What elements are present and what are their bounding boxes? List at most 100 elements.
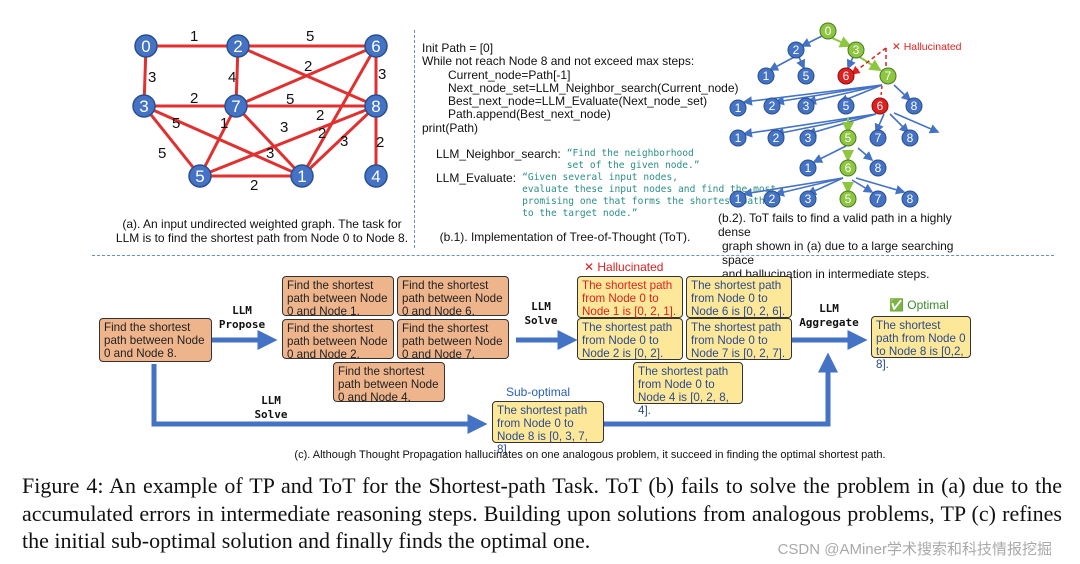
svg-text:8: 8 — [907, 192, 914, 206]
svg-text:3: 3 — [803, 99, 810, 113]
tp-optimal-label: ✅ Optimal — [889, 298, 949, 312]
analogous-problem: Find the shortest path between Node 0 an… — [333, 362, 445, 404]
edge-weight: 5 — [286, 91, 294, 108]
edge-weight: 5 — [172, 115, 180, 132]
svg-text:7: 7 — [885, 69, 892, 83]
svg-text:1: 1 — [805, 161, 812, 175]
edge-3-1 — [143, 104, 303, 178]
svg-text:8: 8 — [911, 99, 918, 113]
edge-weight: 4 — [228, 69, 236, 86]
tot-code: Init Path = [0] While not reach Node 8 a… — [422, 41, 739, 135]
edge-3-5 — [142, 105, 202, 177]
svg-text:2: 2 — [773, 131, 780, 145]
svg-text:3: 3 — [805, 131, 812, 145]
svg-text:7: 7 — [231, 97, 240, 116]
optimal-solution-box: The shortest path from Node 0 to Node 8 … — [871, 316, 971, 371]
tp-caption: (c). Although Thought Propagation halluc… — [294, 449, 886, 461]
tp-input-box: Find the shortest path between Node 0 an… — [99, 318, 212, 362]
tp-arrows — [151, 330, 868, 434]
svg-text:3: 3 — [805, 192, 812, 206]
neighbor-text: “Find the neighborhood set of the given … — [566, 148, 700, 171]
edge-weight: 2 — [304, 58, 312, 75]
code-line: Init Path = [0] — [422, 41, 494, 55]
llm-propose-label: LLM Propose — [218, 304, 266, 331]
code-line: Current_node=Path[-1] — [448, 67, 571, 82]
tp-suboptimal-label: Sub-optimal — [506, 385, 571, 399]
code-line: While not reach Node 8 and not exceed ma… — [422, 54, 695, 69]
analogous-solution: The shortest path from Node 0 to Node 2 … — [577, 318, 683, 360]
aggregate-up-arrow — [604, 352, 838, 427]
tp-hallucinated-label: ✕ Hallucinated — [584, 260, 664, 274]
svg-text:5: 5 — [803, 69, 810, 83]
svg-text:5: 5 — [843, 99, 850, 113]
edge-weight: 2 — [316, 107, 324, 124]
tree-caption: (b.2). ToT fails to find a valid path in… — [718, 211, 980, 281]
graph-panel: 1 5 3 4 2 3 2 5 1 3 5 2 2 3 2 5 3 2 0 2 … — [132, 28, 388, 194]
node-0: 0 — [134, 34, 158, 58]
svg-text:5: 5 — [845, 131, 852, 145]
llm-solve-label-2: LLM Solve — [254, 394, 288, 421]
edge-weight: 1 — [220, 115, 228, 132]
analogous-solution: The shortest path from Node 0 to Node 1 … — [577, 276, 683, 318]
svg-text:7: 7 — [875, 192, 882, 206]
edge-weight: 5 — [158, 145, 166, 162]
node-5: 5 — [188, 164, 212, 188]
suboptimal-solution-box: The shortest path from Node 0 to Node 8 … — [492, 401, 604, 456]
code-line: print(Path) — [422, 120, 479, 135]
edge-7-5 — [198, 105, 238, 177]
edge-5-8 — [199, 104, 377, 178]
edge-weight: 3 — [378, 66, 386, 83]
edge-7-1 — [234, 104, 304, 178]
node-4: 4 — [364, 164, 388, 188]
tree-hallucinated-label: ✕ Hallucinated — [892, 41, 962, 53]
edge-8-1 — [300, 104, 378, 178]
divider-horizontal — [92, 255, 1054, 256]
node-1: 1 — [290, 164, 314, 188]
svg-text:6: 6 — [371, 37, 380, 56]
divider-vertical — [414, 30, 415, 248]
svg-text:8: 8 — [907, 131, 914, 145]
svg-text:4: 4 — [371, 167, 380, 186]
svg-text:3: 3 — [139, 97, 148, 116]
edge-weight: 3 — [340, 133, 348, 150]
node-7: 7 — [224, 94, 248, 118]
svg-text:0: 0 — [825, 24, 832, 38]
watermark: CSDN @AMiner学术搜索和科技情报挖掘 — [777, 541, 1052, 558]
tot-code-caption: (b.1). Implementation of Tree-of-Thought… — [439, 230, 691, 244]
svg-text:1: 1 — [763, 69, 770, 83]
svg-text:8: 8 — [875, 161, 882, 175]
node-8: 8 — [364, 94, 388, 118]
tree-green-edges — [831, 36, 882, 194]
evaluate-label: LLM_Evaluate: — [436, 171, 517, 185]
tot-prompts: LLM_Neighbor_search: “Find the neighborh… — [436, 147, 776, 220]
node-6: 6 — [364, 34, 388, 58]
svg-text:5: 5 — [845, 192, 852, 206]
tot-tree: ✕ Hallucinated 0 2 3 1 5 6 7 1 2 3 5 6 8… — [729, 22, 962, 208]
graph-caption-line1: (a). An input undirected weighted graph.… — [122, 217, 402, 231]
graph-nodes: 0 2 6 3 7 8 5 1 4 — [132, 34, 388, 188]
svg-text:0: 0 — [141, 37, 150, 56]
svg-text:2: 2 — [769, 192, 776, 206]
tree-caption-line2: graph shown in (a) due to a large search… — [722, 239, 954, 267]
edge-weight: 2 — [250, 177, 258, 194]
llm-aggregate-label: LLM Aggregate — [799, 302, 859, 329]
svg-text:5: 5 — [195, 167, 204, 186]
node-2: 2 — [226, 34, 250, 58]
analogous-problem: Find the shortest path between Node 0 an… — [397, 319, 509, 361]
svg-text:6: 6 — [877, 99, 884, 113]
node-3: 3 — [132, 94, 156, 118]
edge-weight: 5 — [306, 28, 314, 45]
analogous-problem: Find the shortest path between Node 0 an… — [282, 276, 394, 318]
llm-solve-label: LLM Solve — [524, 300, 558, 327]
edge-weight: 2 — [376, 134, 384, 151]
edge-weight: 1 — [190, 28, 198, 45]
analogous-solution: The shortest path from Node 0 to Node 6 … — [686, 276, 792, 318]
edge-6-7 — [235, 44, 377, 108]
figure-caption: Figure 4: An example of TP and ToT for t… — [22, 473, 1062, 553]
analogous-problem: Find the shortest path between Node 0 an… — [397, 276, 509, 318]
svg-text:6: 6 — [843, 69, 850, 83]
svg-text:3: 3 — [853, 43, 860, 57]
svg-text:2: 2 — [233, 37, 242, 56]
edge-6-1 — [300, 45, 378, 177]
tree-edges — [742, 35, 940, 198]
